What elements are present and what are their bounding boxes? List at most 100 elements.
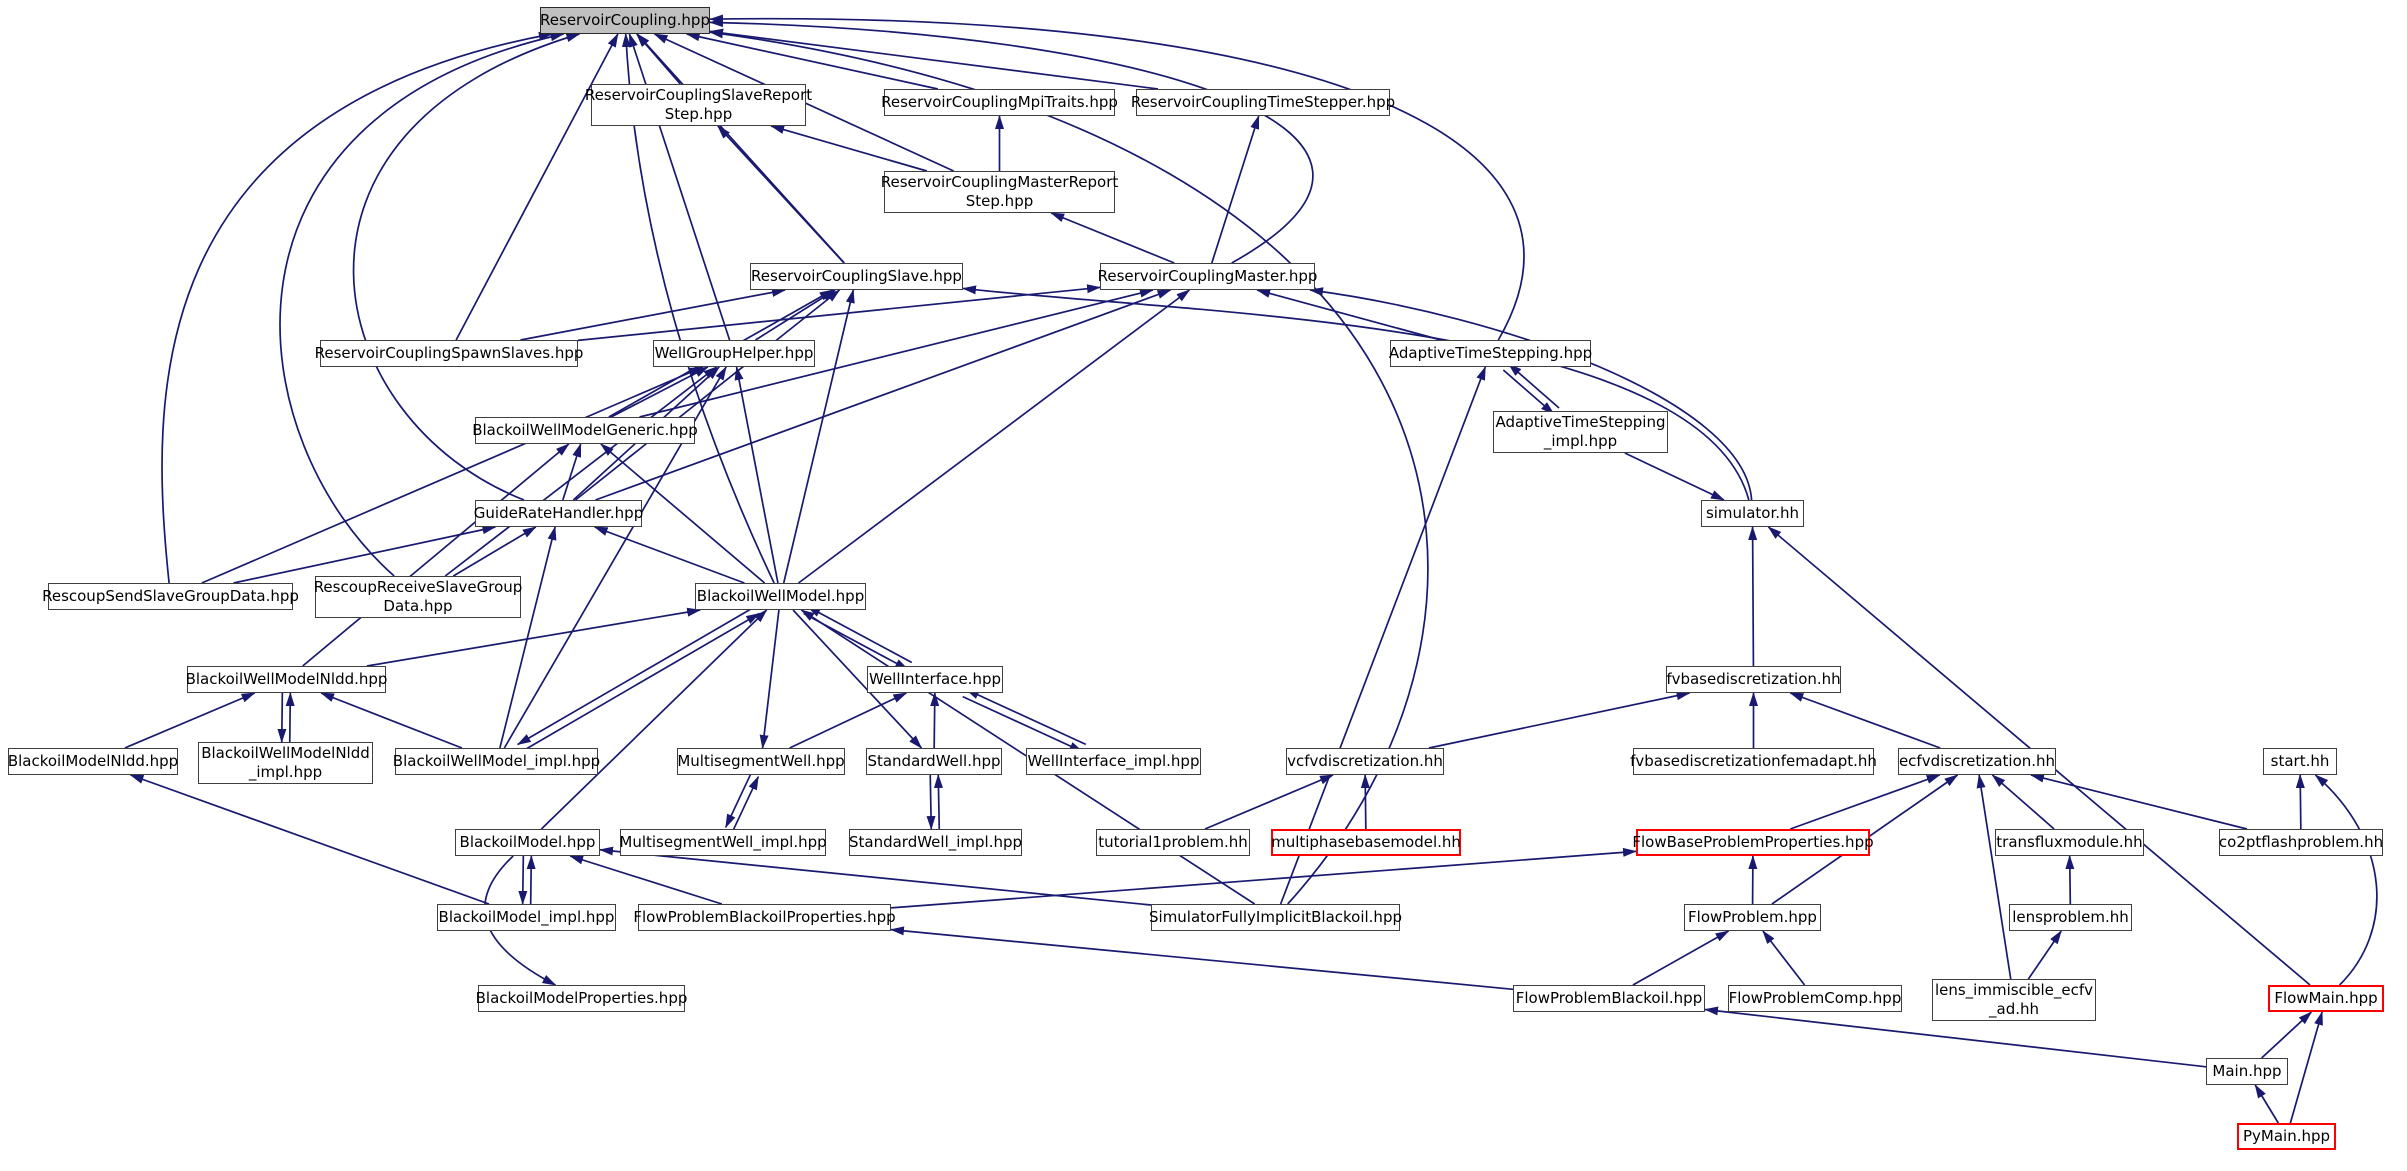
node-ECFV[interactable]: ecfvdiscretization.hh	[1898, 748, 2056, 775]
node-GEN[interactable]: BlackoilWellModelGeneric.hpp	[472, 417, 698, 444]
node-SIM[interactable]: simulator.hh	[1701, 500, 1804, 527]
edge-MA-MRS	[1050, 212, 1175, 264]
node-MRS[interactable]: ReservoirCouplingMasterReport Step.hpp	[881, 171, 1118, 213]
edge-FPBP-BM	[569, 855, 723, 905]
node-FPB[interactable]: FlowProblemBlackoil.hpp	[1513, 985, 1705, 1012]
node-BWM[interactable]: BlackoilWellModel.hpp	[695, 583, 866, 610]
edge-MSW-WI	[789, 692, 908, 749]
node-START[interactable]: start.hh	[2263, 748, 2337, 775]
node-MSW[interactable]: MultisegmentWell.hpp	[677, 748, 845, 775]
edge-RSND-GRH	[233, 525, 497, 584]
edge-BMN-BWMN	[124, 692, 256, 749]
node-BMP[interactable]: BlackoilModelProperties.hpp	[476, 985, 687, 1012]
node-MAIN[interactable]: Main.hpp	[2206, 1058, 2288, 1085]
edge-BWMN-BWM	[366, 607, 702, 667]
edge-SFIB-BM	[599, 846, 1152, 906]
edge-FVB-SIM	[1748, 526, 1758, 667]
node-label: FlowProblem.hpp	[1688, 908, 1817, 926]
node-WII[interactable]: WellInterface_impl.hpp	[1026, 748, 1201, 775]
node-CO2[interactable]: co2ptflashproblem.hh	[2219, 829, 2383, 856]
node-label: BlackoilWellModelNldd.hpp	[185, 670, 388, 688]
edge-FPBP-FBPP	[890, 847, 1637, 909]
node-SRS[interactable]: ReservoirCouplingSlaveReport Step.hpp	[585, 84, 812, 126]
node-SFIB[interactable]: SimulatorFullyImplicitBlackoil.hpp	[1149, 904, 1402, 931]
edge-BWM-GEN	[600, 443, 766, 584]
node-FPBP[interactable]: FlowProblemBlackoilProperties.hpp	[633, 904, 896, 931]
edge-BM-BMI	[518, 855, 528, 905]
node-SS[interactable]: ReservoirCouplingSpawnSlaves.hpp	[315, 340, 583, 367]
node-BM[interactable]: BlackoilModel.hpp	[455, 829, 600, 856]
node-MA[interactable]: ReservoirCouplingMaster.hpp	[1098, 263, 1317, 290]
node-label: GuideRateHandler.hpp	[473, 504, 644, 522]
node-label: AdaptiveTimeStepping.hpp	[1388, 344, 1593, 362]
node-MPB[interactable]: multiphasebasemodel.hh	[1271, 829, 1461, 856]
node-LENS[interactable]: lensproblem.hh	[2009, 904, 2132, 931]
node-label: StandardWell_impl.hpp	[848, 833, 1023, 851]
node-SL[interactable]: ReservoirCouplingSlave.hpp	[750, 263, 963, 290]
node-BWMI[interactable]: BlackoilWellModel_impl.hpp	[392, 748, 601, 775]
node-label: FlowMain.hpp	[2274, 989, 2378, 1007]
node-BWMN[interactable]: BlackoilWellModelNldd.hpp	[185, 666, 388, 693]
node-VCFV[interactable]: vcfvdiscretization.hh	[1286, 748, 1444, 775]
node-FP[interactable]: FlowProblem.hpp	[1684, 904, 1821, 931]
edge-FM-START	[2314, 774, 2378, 986]
node-label: transfluxmodule.hh	[1996, 833, 2143, 851]
edge-BM-BWM	[540, 609, 768, 830]
edge-SS-MA	[577, 284, 1101, 342]
edge-GEN-WGH	[610, 366, 709, 418]
node-ATSI[interactable]: AdaptiveTimeStepping _impl.hpp	[1493, 411, 1668, 453]
node-BWMNI[interactable]: BlackoilWellModelNldd _impl.hpp	[198, 742, 373, 784]
edge-MPB-VCFV	[1360, 774, 1370, 830]
node-FEMA[interactable]: fvbasediscretizationfemadapt.hh	[1630, 748, 1877, 775]
node-RC[interactable]: ReservoirCoupling.hpp	[540, 7, 710, 34]
node-label: ReservoirCouplingMasterReport Step.hpp	[880, 173, 1119, 210]
node-label: tutorial1problem.hh	[1098, 833, 1248, 851]
node-TUT[interactable]: tutorial1problem.hh	[1096, 829, 1250, 856]
node-label: BlackoilWellModelGeneric.hpp	[472, 421, 698, 439]
node-label: ReservoirCouplingSlave.hpp	[751, 267, 962, 285]
node-label: fvbasediscretization.hh	[1666, 670, 1841, 688]
edge-WII-WI	[965, 688, 1087, 746]
node-ATS[interactable]: AdaptiveTimeStepping.hpp	[1388, 340, 1593, 367]
edge-RSND-WGH	[201, 366, 704, 584]
node-FBPP[interactable]: FlowBaseProblemProperties.hpp	[1632, 829, 1874, 856]
edge-SIM-SL	[962, 285, 1750, 501]
edge-SW-SWI	[926, 775, 936, 831]
edge-BWMI-BWM	[521, 612, 761, 753]
node-GRH[interactable]: GuideRateHandler.hpp	[473, 500, 644, 527]
node-label: FlowProblemBlackoil.hpp	[1515, 989, 1703, 1007]
edge-BWM-GRH	[593, 526, 745, 584]
node-SW[interactable]: StandardWell.hpp	[866, 748, 1002, 775]
node-SWI[interactable]: StandardWell_impl.hpp	[849, 829, 1022, 856]
node-label: fvbasediscretizationfemadapt.hh	[1630, 752, 1877, 770]
edge-SW-WI	[930, 692, 940, 749]
node-WGH[interactable]: WellGroupHelper.hpp	[653, 340, 815, 367]
node-MPI[interactable]: ReservoirCouplingMpiTraits.hpp	[881, 89, 1118, 116]
node-MSWI[interactable]: MultisegmentWell_impl.hpp	[619, 829, 827, 856]
node-RSND[interactable]: RescoupSendSlaveGroupData.hpp	[42, 583, 299, 610]
edge-PYM-MAIN	[2254, 1084, 2280, 1124]
edge-BWMI-BWMN	[320, 692, 463, 749]
node-WI[interactable]: WellInterface.hpp	[867, 666, 1003, 693]
node-LIEA[interactable]: lens_immiscible_ecfv _ad.hh	[1932, 979, 2096, 1021]
node-RRCV[interactable]: RescoupReceiveSlaveGroup Data.hpp	[313, 576, 523, 618]
node-TFM[interactable]: transfluxmodule.hh	[1995, 829, 2144, 856]
node-label: multiphasebasemodel.hh	[1271, 833, 1461, 851]
node-BMI[interactable]: BlackoilModel_impl.hpp	[437, 904, 616, 931]
node-label: start.hh	[2270, 752, 2330, 770]
node-label: BlackoilModel_impl.hpp	[438, 908, 615, 926]
node-PYM[interactable]: PyMain.hpp	[2237, 1123, 2336, 1150]
node-label: vcfvdiscretization.hh	[1287, 752, 1443, 770]
node-label: BlackoilWellModel_impl.hpp	[392, 752, 601, 770]
node-FPC[interactable]: FlowProblemComp.hpp	[1728, 985, 1902, 1012]
node-label: ReservoirCouplingMpiTraits.hpp	[881, 93, 1118, 111]
node-BMN[interactable]: BlackoilModelNldd.hpp	[8, 748, 178, 775]
node-label: SimulatorFullyImplicitBlackoil.hpp	[1149, 908, 1402, 926]
node-TS[interactable]: ReservoirCouplingTimeStepper.hpp	[1131, 89, 1395, 116]
node-label: Main.hpp	[2212, 1062, 2282, 1080]
edge-MAIN-FM	[2261, 1011, 2313, 1059]
edge-BWM-WGH	[734, 366, 779, 584]
node-FVB[interactable]: fvbasediscretization.hh	[1666, 666, 1841, 693]
node-label: RescoupReceiveSlaveGroup Data.hpp	[313, 578, 523, 615]
node-FM[interactable]: FlowMain.hpp	[2268, 985, 2384, 1012]
